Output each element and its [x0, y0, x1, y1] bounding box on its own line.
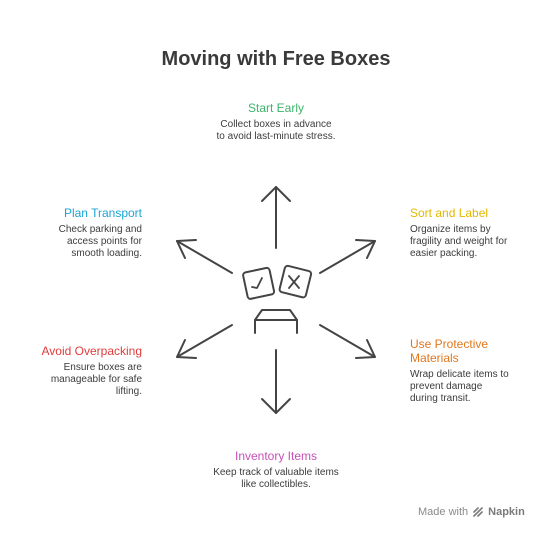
- node-inventory: Inventory Items Keep track of valuable i…: [211, 449, 341, 491]
- cross-box-icon: [278, 264, 313, 299]
- arrow-upper-left: [176, 239, 233, 274]
- arrow-up: [261, 186, 291, 249]
- start-early-text: Collect boxes in advance to avoid last-m…: [216, 119, 336, 142]
- inventory-text: Keep track of valuable items like collec…: [213, 467, 339, 490]
- node-plan-transport: Plan Transport Check parking and access …: [42, 206, 142, 260]
- use-protective-heading: Use Protective Materials: [410, 337, 489, 365]
- use-protective-text: Wrap delicate items to prevent damage du…: [410, 369, 509, 404]
- arrow-lower-left: [176, 324, 233, 359]
- node-avoid-overpacking: Avoid Overpacking Ensure boxes are manag…: [36, 344, 143, 398]
- plan-transport-heading: Plan Transport: [63, 206, 142, 220]
- node-use-protective: Use Protective Materials Wrap delicate i…: [410, 337, 510, 405]
- arrow-upper-right: [319, 239, 376, 274]
- sort-label-heading: Sort and Label: [410, 206, 489, 220]
- diagram-title: Moving with Free Boxes: [161, 48, 391, 70]
- inventory-heading: Inventory Items: [234, 449, 318, 463]
- napkin-logo-icon: [473, 507, 483, 517]
- avoid-overpacking-heading: Avoid Overpacking: [41, 344, 143, 358]
- node-sort-label: Sort and Label Organize items by fragili…: [410, 206, 510, 260]
- arrow-down: [261, 349, 291, 414]
- sort-label-text: Organize items by fragility and weight f…: [410, 224, 508, 259]
- avoid-overpacking-text: Ensure boxes are manageable for safe lif…: [50, 362, 142, 397]
- plan-transport-text: Check parking and access points for smoo…: [58, 224, 142, 259]
- check-box-icon: [242, 266, 276, 300]
- open-box-icon: [254, 309, 298, 334]
- made-with-napkin[interactable]: Made with Napkin: [418, 506, 525, 518]
- arrow-lower-right: [319, 324, 376, 359]
- napkin-brand: Napkin: [488, 506, 525, 518]
- made-with-label: Made with: [418, 506, 469, 518]
- node-start-early: Start Early Collect boxes in advance to …: [216, 101, 336, 143]
- start-early-heading: Start Early: [247, 101, 304, 115]
